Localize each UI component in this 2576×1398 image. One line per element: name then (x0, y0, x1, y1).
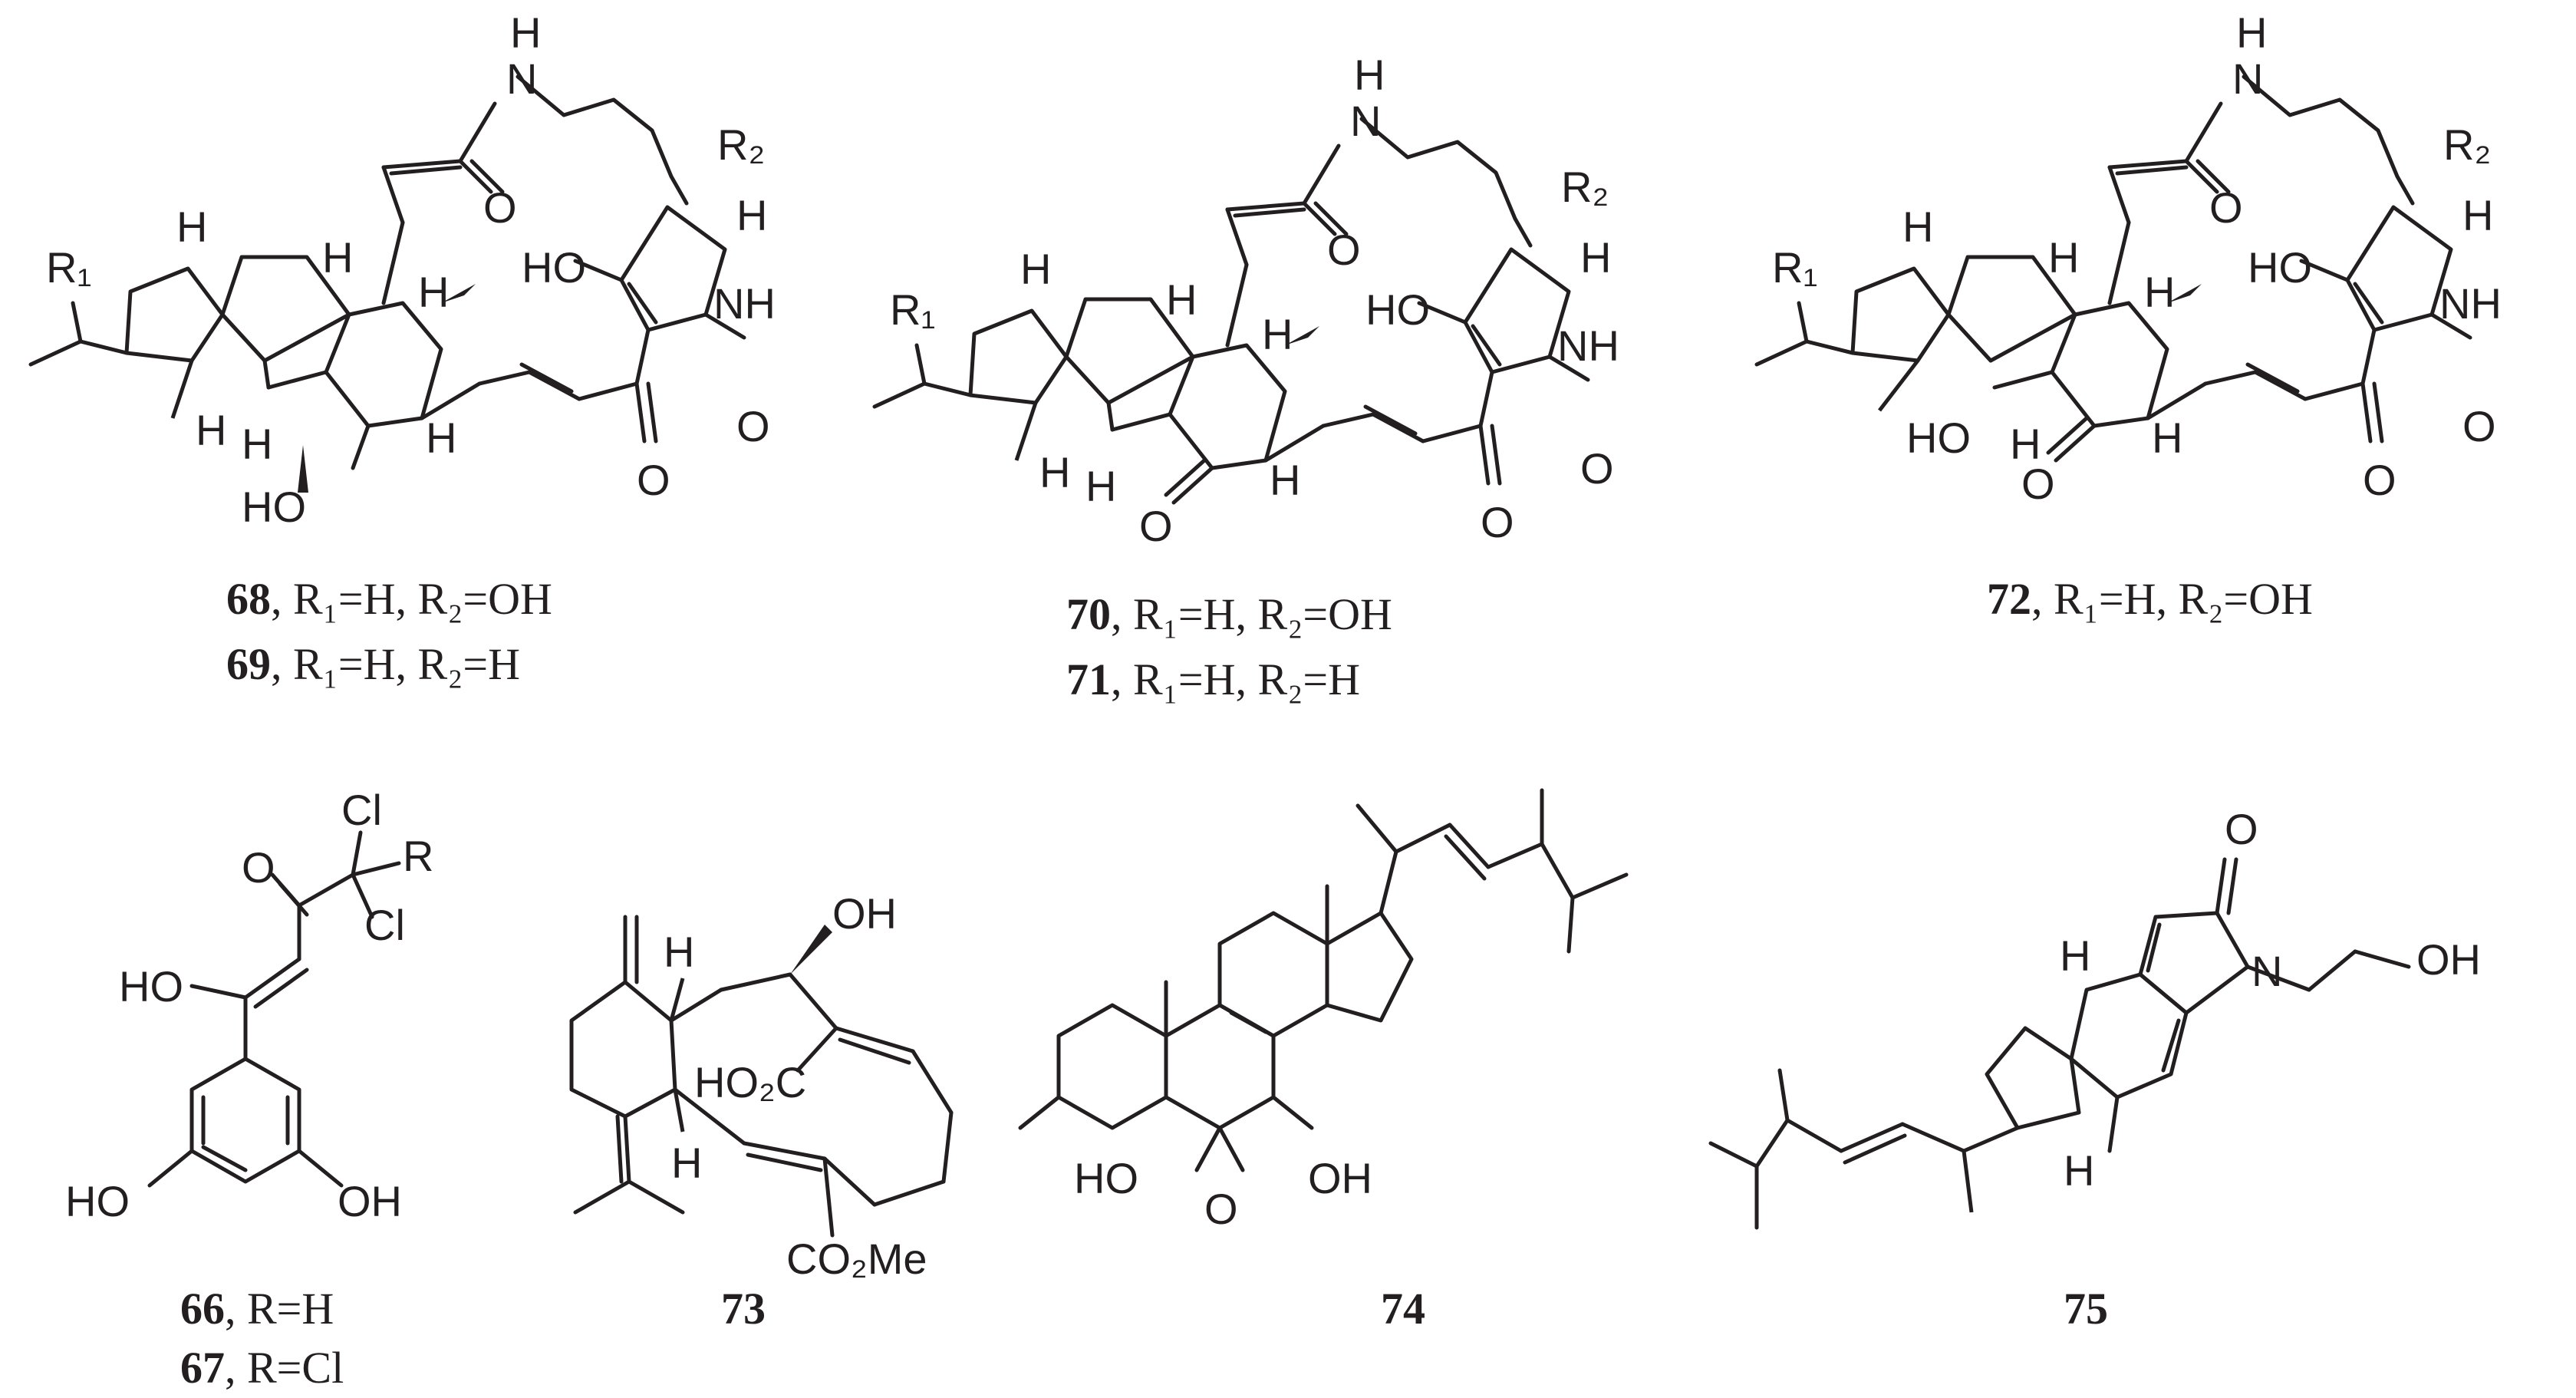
atom-label: R₁ (1772, 243, 1817, 292)
atom-label: HO (1074, 1154, 1138, 1202)
atom-label: O (1580, 444, 1614, 493)
atom-label: H (1270, 456, 1300, 504)
atom-label: H (664, 928, 694, 976)
caption-72: 72, R₁=H, R₂=OH (1987, 574, 2313, 624)
atom-label: N (2232, 54, 2263, 103)
atom-label: H (2152, 414, 2182, 462)
atom-label: H (176, 203, 207, 251)
structure-66-67 (147, 830, 401, 1188)
structure-72 (1754, 74, 2472, 463)
atom-label: O (2462, 402, 2496, 450)
atom-label: H (2236, 8, 2267, 57)
atom-label: HO₂C (694, 1058, 806, 1106)
caption-69: 69, R₁=H, R₂=H (226, 639, 520, 689)
atom-label: H (322, 233, 353, 282)
caption-74: 74 (1381, 1284, 1425, 1334)
atom-label: H (736, 191, 767, 239)
atom-label: H (510, 8, 541, 57)
atom-label: OH (2416, 935, 2481, 984)
caption-68: 68, R₁=H, R₂=OH (226, 574, 552, 624)
atom-label: H (2060, 931, 2090, 980)
atom-label: CO₂Me (786, 1235, 927, 1283)
caption-73: 73 (721, 1284, 766, 1334)
atom-label: H (2010, 420, 2041, 468)
atom-label: Cl (364, 901, 405, 949)
atom-label: H (418, 268, 449, 316)
atom-label: H (2064, 1146, 2094, 1195)
caption-70: 70, R₁=H, R₂=OH (1066, 589, 1392, 639)
structure-74 (1018, 788, 1629, 1172)
atom-label: O (736, 402, 770, 450)
atom-label: H (1039, 448, 1070, 496)
atom-label: N (2252, 947, 2282, 995)
atom-label: R₂ (2443, 120, 2491, 169)
atom-label: HO (522, 243, 586, 292)
atom-label: O (1481, 498, 1514, 546)
caption-71: 71, R₁=H, R₂=H (1066, 654, 1360, 704)
atom-label: OH (338, 1177, 402, 1225)
atom-label: O (2209, 183, 2243, 232)
atom-label: O (242, 843, 275, 892)
atom-label: N (506, 54, 537, 103)
atom-label: OH (832, 889, 897, 938)
caption-66: 66, R=H (180, 1284, 334, 1334)
atom-label: R₁ (890, 285, 935, 334)
atom-label: R₂ (1561, 163, 1609, 211)
atom-label: H (2144, 268, 2175, 316)
atom-label: R₁ (46, 243, 91, 292)
atom-label: H (1166, 275, 1197, 324)
structure-70-71 (872, 117, 1590, 505)
atom-label: O (1139, 502, 1173, 550)
atom-label: O (483, 183, 517, 232)
atom-label: O (2021, 460, 2055, 508)
atom-label: R (403, 832, 433, 880)
structure-73 (569, 915, 954, 1238)
atom-label: O (2363, 456, 2396, 504)
structure-75 (1708, 857, 2411, 1230)
atom-label: HO (119, 962, 183, 1011)
atom-label: HO (1906, 414, 1971, 462)
atom-label: H (2048, 233, 2079, 282)
atom-label: HO (65, 1177, 130, 1225)
atom-label: H (1354, 51, 1385, 99)
caption-75: 75 (2064, 1284, 2108, 1334)
caption-67: 67, R=Cl (180, 1343, 344, 1393)
atom-label: H (426, 414, 456, 462)
atom-label: H (1580, 233, 1611, 282)
atom-label: Cl (341, 786, 382, 834)
atom-label: H (1902, 203, 1933, 251)
atom-label: N (1350, 97, 1381, 145)
atom-label: H (196, 406, 226, 454)
atom-label: HO (1365, 285, 1430, 334)
atom-label: H (1262, 310, 1293, 358)
atom-label: OH (1308, 1154, 1372, 1202)
atom-label: NH (2439, 279, 2502, 328)
atom-label: O (2225, 805, 2258, 853)
atom-label: H (1085, 462, 1116, 510)
atom-label: O (1327, 226, 1361, 274)
atom-label: H (242, 420, 272, 468)
atom-label: O (637, 456, 670, 504)
atom-label: H (2462, 191, 2493, 239)
atom-label: HO (242, 483, 306, 531)
atom-label: HO (2248, 243, 2312, 292)
atom-label: NH (713, 279, 776, 328)
atom-label: O (1204, 1185, 1238, 1233)
atom-label: H (671, 1139, 702, 1187)
atom-label: H (1020, 245, 1051, 293)
atom-label: R₂ (717, 120, 765, 169)
structure-68-69 (28, 74, 746, 493)
atom-label: NH (1557, 321, 1619, 370)
